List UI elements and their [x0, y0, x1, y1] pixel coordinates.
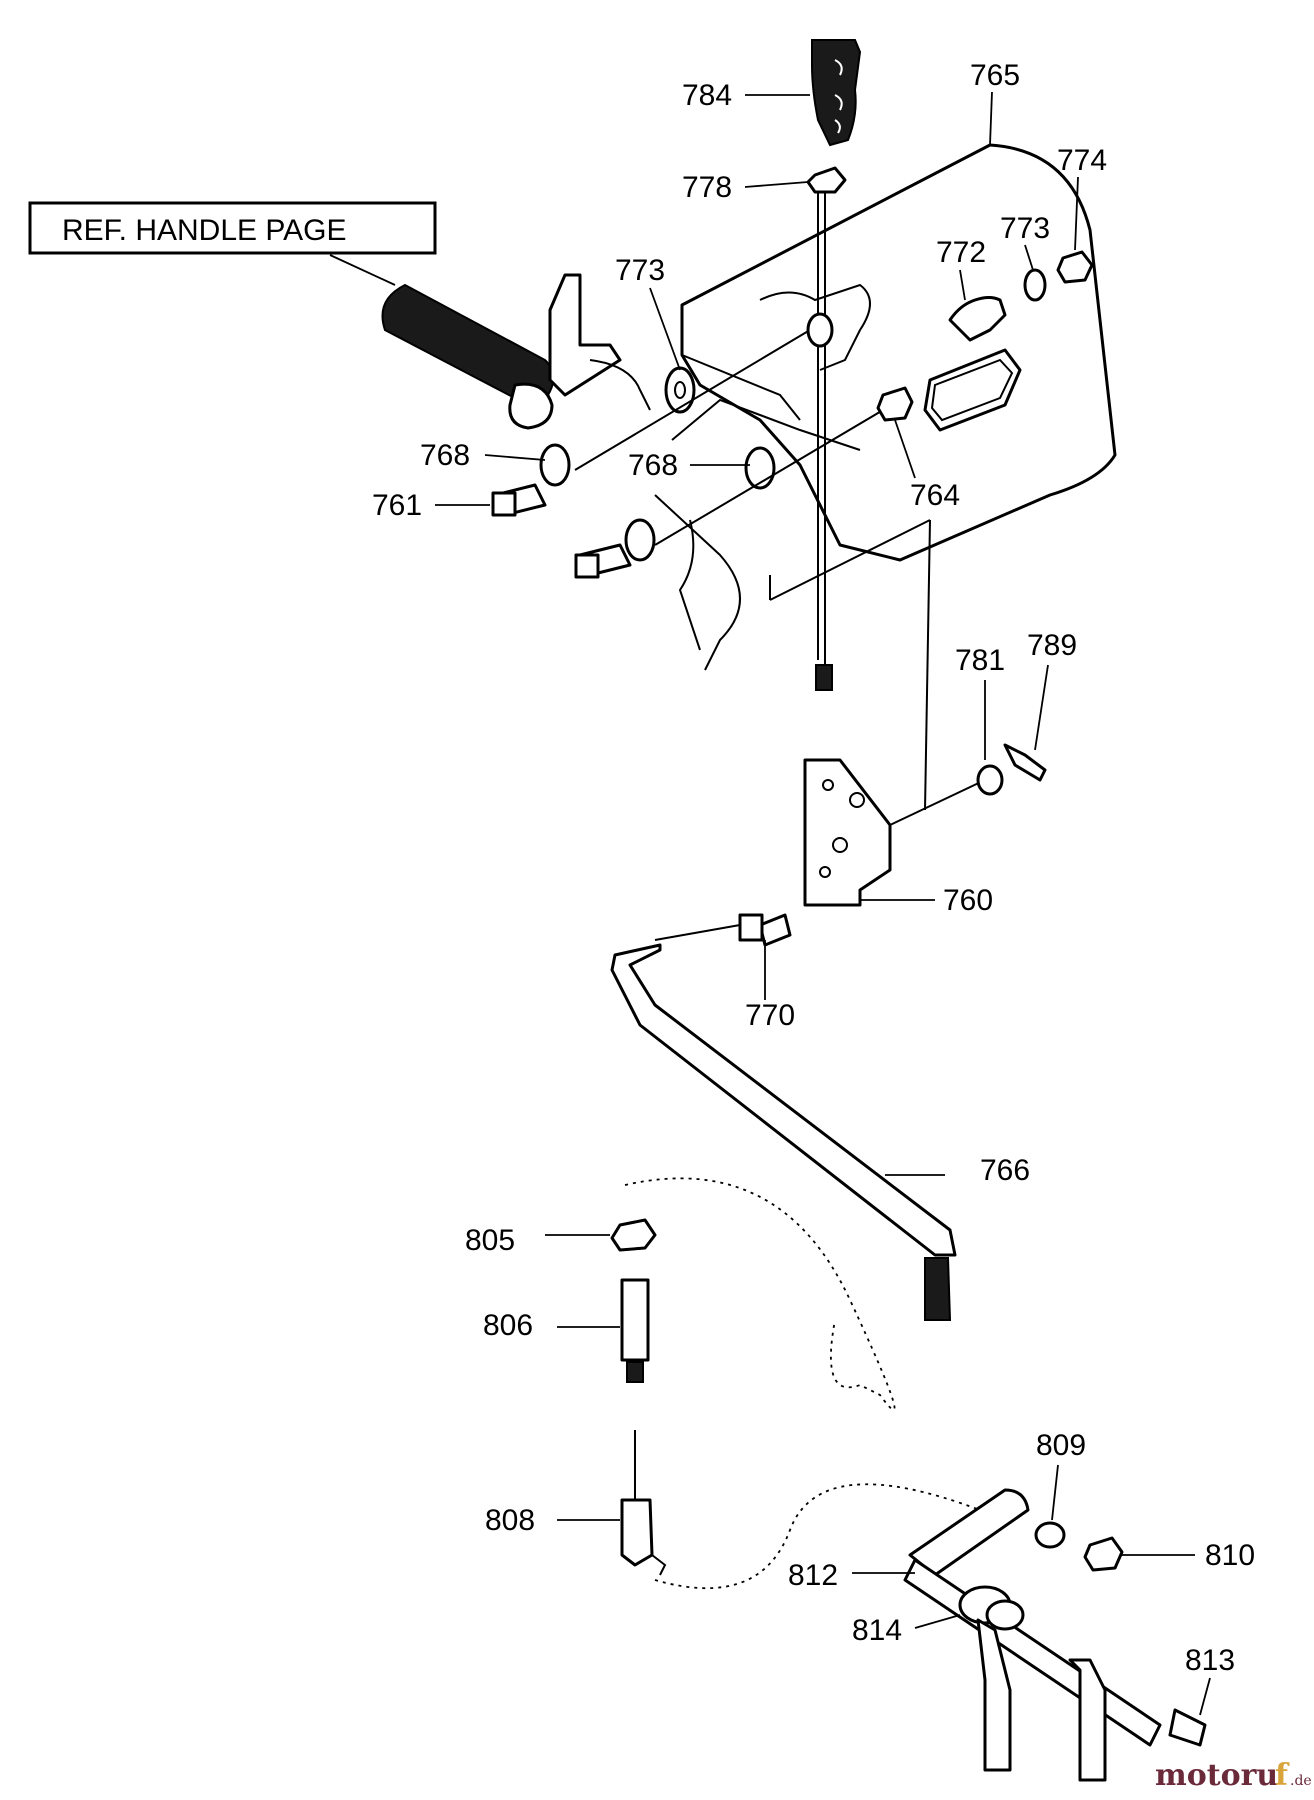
svg-text:784: 784	[682, 79, 732, 112]
svg-text:773: 773	[1000, 212, 1050, 245]
linkage-rod-766	[610, 943, 957, 1321]
callout-765: 765	[970, 59, 1020, 146]
svg-text:773: 773	[615, 254, 665, 287]
callout-808: 808	[485, 1504, 620, 1537]
callout-781: 781	[955, 644, 1005, 760]
callout-768-left: 768	[420, 439, 546, 472]
svg-text:813: 813	[1185, 1644, 1235, 1677]
svg-text:808: 808	[485, 1504, 535, 1537]
cable-path-upper	[624, 1177, 896, 1411]
svg-text:809: 809	[1036, 1429, 1086, 1462]
svg-text:774: 774	[1057, 144, 1107, 177]
svg-text:766: 766	[980, 1154, 1030, 1187]
ref-handle-box: REF. HANDLE PAGE	[28, 201, 437, 286]
svg-text:806: 806	[483, 1309, 533, 1342]
svg-text:789: 789	[1027, 629, 1077, 662]
svg-text:760: 760	[943, 884, 993, 917]
standoff-806	[620, 1278, 650, 1500]
hardware-left	[491, 250, 1094, 579]
nut-805	[610, 1218, 657, 1252]
svg-text:805: 805	[465, 1224, 515, 1257]
callout-773-right: 773	[1000, 212, 1050, 271]
callout-806: 806	[483, 1309, 620, 1342]
bracket-plate	[654, 519, 1047, 947]
handle-grip	[381, 273, 651, 430]
callout-784: 784	[682, 79, 810, 112]
svg-text:768: 768	[628, 449, 678, 482]
callout-761: 761	[372, 489, 490, 522]
callout-760: 760	[860, 884, 993, 917]
motoruf-watermark: motoru f .de	[1155, 1758, 1312, 1793]
ref-handle-text: REF. HANDLE PAGE	[62, 214, 347, 247]
svg-text:814: 814	[852, 1614, 902, 1647]
svg-text:motoru: motoru	[1155, 1758, 1278, 1793]
callout-814: 814	[852, 1614, 961, 1647]
callout-809: 809	[1036, 1429, 1086, 1521]
side-bracket	[654, 398, 861, 671]
svg-text:.de: .de	[1290, 1773, 1312, 1789]
callout-810: 810	[1122, 1539, 1255, 1572]
shift-handle	[806, 39, 862, 691]
svg-text:812: 812	[788, 1559, 838, 1592]
callout-805: 805	[465, 1224, 610, 1257]
svg-text:781: 781	[955, 644, 1005, 677]
svg-text:f: f	[1275, 1758, 1290, 1793]
svg-text:768: 768	[420, 439, 470, 472]
svg-text:770: 770	[745, 999, 795, 1032]
svg-text:764: 764	[910, 479, 960, 512]
callout-766: 766	[885, 1154, 1030, 1187]
svg-text:778: 778	[682, 171, 732, 204]
callout-778: 778	[682, 171, 809, 204]
callout-813: 813	[1185, 1644, 1235, 1716]
callout-789: 789	[1027, 629, 1077, 751]
cable-path-lower	[654, 1483, 1001, 1590]
callout-773-left: 773	[615, 254, 681, 371]
console-panel	[680, 143, 1117, 562]
svg-text:765: 765	[970, 59, 1020, 92]
callout-812: 812	[788, 1559, 915, 1592]
svg-text:810: 810	[1205, 1539, 1255, 1572]
callout-772: 772	[936, 236, 986, 301]
svg-text:761: 761	[372, 489, 422, 522]
svg-text:772: 772	[936, 236, 986, 269]
callout-774: 774	[1057, 144, 1107, 251]
shift-shaft-812	[903, 1488, 1207, 1782]
swivel-808	[620, 1498, 667, 1576]
callout-764: 764	[894, 419, 960, 512]
callout-768-center: 768	[628, 449, 750, 482]
callout-770: 770	[745, 940, 795, 1032]
